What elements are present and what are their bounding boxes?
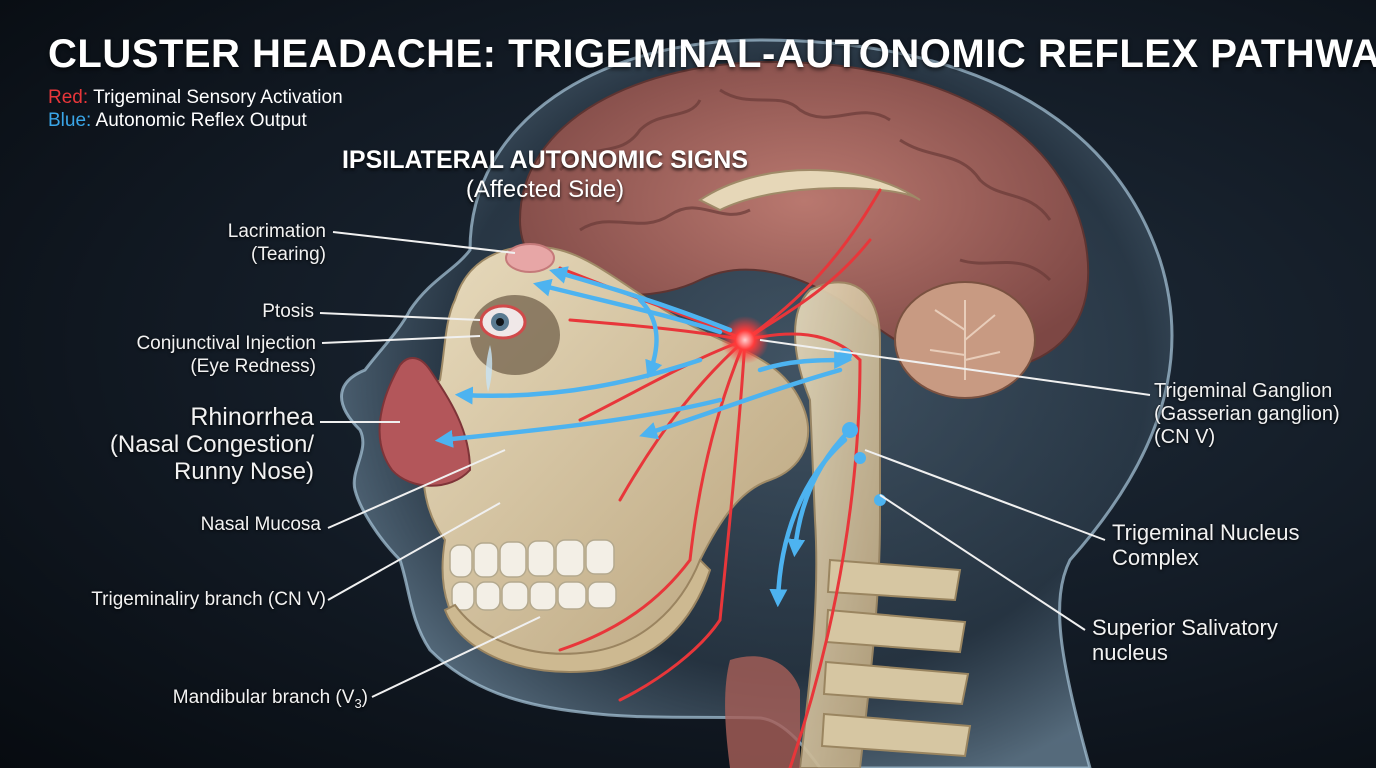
label-lacrimation-line1: Lacrimation [227,221,326,242]
label-trigeminal-nucleus-complex: Trigeminal Nucleus Complex [1112,520,1299,570]
signs-heading-subtitle: (Affected Side) [465,176,625,203]
trigeminal-ganglion-node [721,316,769,364]
legend-blue-text: Autonomic Reflex Output [95,110,307,131]
tear [485,345,493,392]
label-rhinorrhea-line3: Runny Nose) [173,458,314,485]
label-superior-salivatory-nucleus: Superior Salivatory nucleus [1092,615,1278,665]
autonomic-output-arrows [434,266,853,608]
label-ganglion-line2: (Gasserian ganglion) [1154,403,1340,425]
label-mandibular-branch: Mandibular branch (V3) [173,686,368,715]
label-trigeminal-ganglion: Trigeminal Ganglion (Gasserian ganglion)… [1154,380,1340,449]
label-ganglion-line1: Trigeminal Ganglion [1154,380,1333,402]
legend-blue: Blue: Autonomic Reflex Output [48,110,307,132]
trachea [725,656,800,768]
mandible [443,558,712,673]
label-lacrimation: Lacrimation (Tearing) [228,220,326,266]
label-rhinorrhea: Rhinorrhea (Nasal Congestion/ Runny Nose… [109,403,314,486]
signs-heading-title: IPSILATERAL AUTONOMIC SIGNS [341,146,749,174]
label-trigeminal-branch: Trigeminaliry branch (CN V) [91,589,326,610]
label-ganglion-line3: (CN V) [1154,426,1216,448]
teeth [449,539,617,611]
legend-blue-key: Blue: [48,110,92,131]
label-conjunctival-line2: (Eye Redness) [190,356,316,377]
nose [378,357,472,487]
label-lacrimation-line2: (Tearing) [251,244,326,265]
label-mandibular-subscript: 3 [354,695,362,711]
label-rhinorrhea-line1: Rhinorrhea [190,403,314,431]
label-nasal-mucosa: Nasal Mucosa [200,514,321,535]
label-rhinorrhea-line2: (Nasal Congestion/ [109,431,314,458]
legend-red-text: Trigeminal Sensory Activation [93,87,343,108]
diagram-title: CLUSTER HEADACHE: TRIGEMINAL-AUTONOMIC R… [48,32,1376,76]
corpus-callosum [698,169,921,212]
vertebrae [820,558,972,758]
label-conjunctival-injection: Conjunctival Injection (Eye Redness) [136,332,316,378]
leader-lines [319,231,1151,698]
legend-red-key: Red: [48,87,89,108]
legend-red: Red: Trigeminal Sensory Activation [48,87,343,109]
label-salivatory-line1: Superior Salivatory [1092,615,1278,640]
label-nucleus-line2: Complex [1112,545,1199,570]
label-salivatory-line2: nucleus [1092,640,1168,665]
brain-folds [558,88,1052,282]
ipsilateral-signs-heading: IPSILATERAL AUTONOMIC SIGNS (Affected Si… [340,145,750,205]
label-ptosis: Ptosis [262,301,314,322]
lacrimal-gland [505,243,555,273]
label-mandibular-text: Mandibular branch (V [172,687,355,708]
label-nucleus-line1: Trigeminal Nucleus [1112,520,1300,545]
label-conjunctival-line1: Conjunctival Injection [136,333,316,354]
label-mandibular-close: ) [361,687,368,708]
